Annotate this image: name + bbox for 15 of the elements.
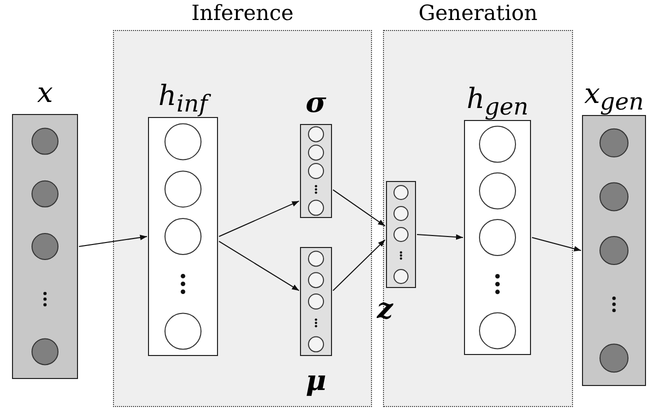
arrow — [332, 189, 386, 226]
stage-title: Generation — [417, 1, 539, 25]
arrow — [532, 237, 582, 252]
vector-label: z — [377, 295, 393, 323]
stage-title: Inference — [190, 1, 295, 25]
arrow — [332, 239, 386, 292]
arrow — [416, 234, 464, 240]
arrow — [218, 200, 300, 237]
arrow — [218, 240, 300, 292]
arrow — [78, 234, 148, 247]
vector-label: μ — [306, 367, 326, 395]
vector-label: x$_{gen}$ — [584, 80, 644, 114]
vector-label: h$_{gen}$ — [466, 85, 528, 119]
vector-label: x — [37, 79, 53, 107]
vector-label: σ — [306, 89, 326, 117]
